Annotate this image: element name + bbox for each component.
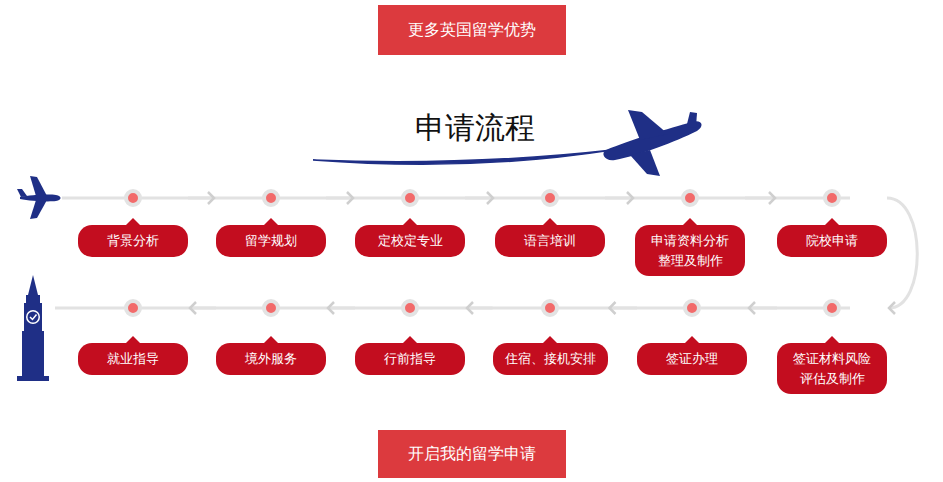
track-dot — [823, 189, 841, 207]
step-label: 行前指导 — [367, 349, 453, 369]
pill-notch — [264, 336, 278, 343]
step-label: 住宿、接机安排 — [505, 349, 596, 369]
process-step: 签证材料风险 评估及制作 — [777, 299, 887, 394]
step-label: 就业指导 — [90, 349, 176, 369]
pill-notch — [126, 218, 140, 225]
pill-notch — [825, 336, 839, 343]
step-label: 背景分析 — [90, 231, 176, 251]
step-label: 签证办理 — [649, 349, 735, 369]
button-label: 更多英国留学优势 — [408, 20, 536, 41]
flow-connector — [465, 197, 493, 200]
flow-connector — [749, 307, 777, 310]
pill-notch — [683, 218, 697, 225]
track-line — [62, 197, 850, 200]
step-pill: 语言培训 — [495, 225, 605, 257]
process-step: 签证办理 — [637, 299, 747, 375]
track-dot — [401, 299, 419, 317]
process-step: 语言培训 — [495, 189, 605, 257]
step-label: 定校定专业 — [367, 231, 453, 251]
step-pill: 就业指导 — [78, 343, 188, 375]
process-step: 留学规划 — [216, 189, 326, 257]
process-step: 就业指导 — [78, 299, 188, 375]
step-pill: 行前指导 — [355, 343, 465, 375]
step-label: 院校申请 — [789, 231, 875, 251]
track-dot — [681, 189, 699, 207]
pill-notch — [543, 218, 557, 225]
pill-notch — [264, 218, 278, 225]
flow-connector — [610, 307, 638, 310]
diagram-title: 申请流程 — [360, 108, 590, 149]
process-step: 定校定专业 — [355, 189, 465, 257]
step-pill: 院校申请 — [777, 225, 887, 257]
step-pill: 留学规划 — [216, 225, 326, 257]
process-step: 行前指导 — [355, 299, 465, 375]
airplane-icon — [603, 110, 701, 176]
track-dot — [401, 189, 419, 207]
process-step: 住宿、接机安排 — [493, 299, 608, 375]
action-button: 更多英国留学优势 — [378, 5, 566, 55]
big-ben-icon — [17, 275, 49, 381]
flow-connector — [745, 197, 775, 200]
step-pill: 签证材料风险 评估及制作 — [777, 343, 887, 394]
track-dot — [262, 189, 280, 207]
flow-connector — [467, 307, 493, 310]
action-button: 开启我的留学申请 — [378, 430, 566, 478]
step-pill: 住宿、接机安排 — [493, 343, 608, 375]
process-step: 院校申请 — [777, 189, 887, 257]
step-label: 申请资料分析 整理及制作 — [650, 231, 730, 270]
pill-notch — [126, 336, 140, 343]
flow-connector — [605, 197, 633, 200]
flow-connector — [190, 307, 216, 310]
track-dot — [541, 189, 559, 207]
track-dot — [124, 299, 142, 317]
flow-connector — [887, 198, 917, 308]
step-pill: 背景分析 — [78, 225, 188, 257]
pill-notch — [403, 336, 417, 343]
step-pill: 境外服务 — [216, 343, 326, 375]
step-pill: 定校定专业 — [355, 225, 465, 257]
flow-connector — [328, 307, 355, 310]
process-step: 境外服务 — [216, 299, 326, 375]
track-dot — [823, 299, 841, 317]
swoosh — [313, 150, 612, 164]
flow-connector — [326, 197, 353, 200]
track-line — [55, 307, 850, 310]
process-step: 申请资料分析 整理及制作 — [635, 189, 745, 276]
pill-notch — [543, 336, 557, 343]
step-label: 留学规划 — [228, 231, 314, 251]
airplane-icon — [17, 176, 61, 219]
flow-connector — [188, 197, 214, 200]
step-label: 签证材料风险 评估及制作 — [792, 349, 872, 388]
process-step: 背景分析 — [78, 189, 188, 257]
step-label: 语言培训 — [507, 231, 593, 251]
track-dot — [541, 299, 559, 317]
step-label: 境外服务 — [228, 349, 314, 369]
button-label: 开启我的留学申请 — [408, 444, 536, 465]
step-pill: 签证办理 — [637, 343, 747, 375]
track-dot — [124, 189, 142, 207]
track-dot — [683, 299, 701, 317]
pill-notch — [825, 218, 839, 225]
step-pill: 申请资料分析 整理及制作 — [635, 225, 745, 276]
pill-notch — [685, 336, 699, 343]
track-dot — [262, 299, 280, 317]
pill-notch — [403, 218, 417, 225]
